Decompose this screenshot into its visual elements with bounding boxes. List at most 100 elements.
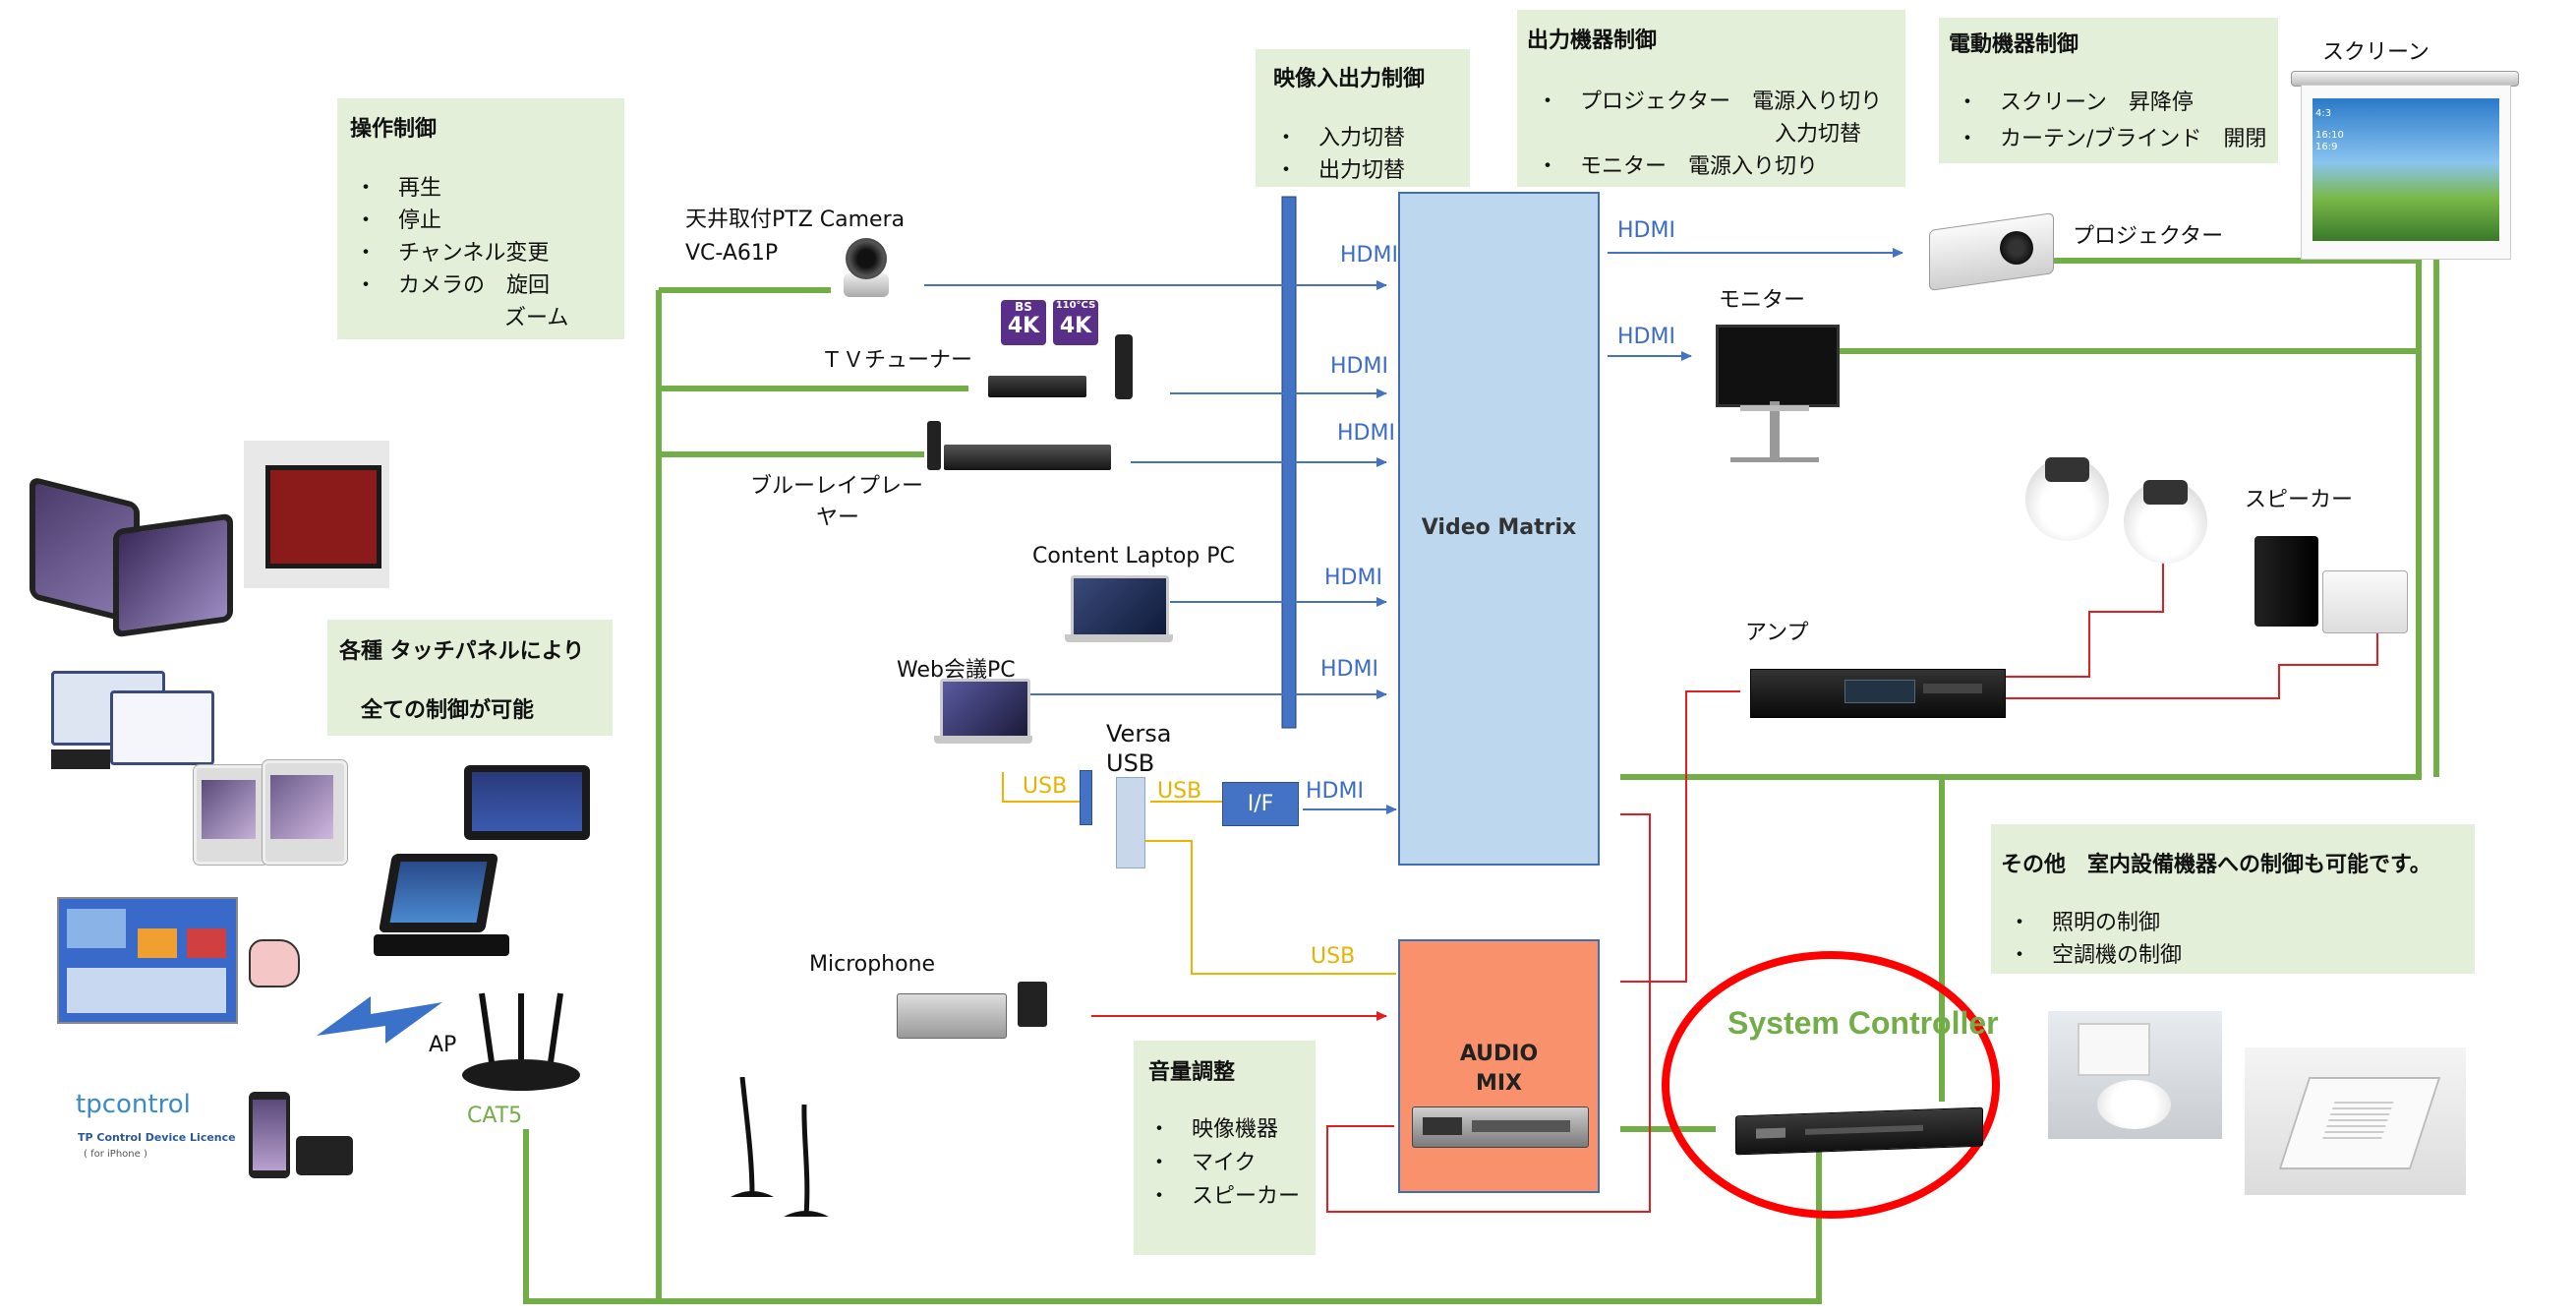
controller-highlight-ellipse xyxy=(1662,951,2000,1219)
wall-speaker-white xyxy=(2322,570,2408,633)
projector-device xyxy=(1929,211,2054,291)
control-line-projector xyxy=(1620,258,2422,780)
touch-title: 各種 タッチパネルにより xyxy=(339,639,585,664)
motor-item: ・ カーテン/ブラインド 開閉 xyxy=(1957,127,2267,151)
operation-item: ズーム xyxy=(504,306,569,330)
video-matrix-label: Video Matrix xyxy=(1421,515,1577,540)
operation-panel: 操作制御 ・ 再生 ・ 停止 ・ チャンネル変更 ・ カメラの 旋回 ズーム xyxy=(337,98,624,339)
operation-item: ・ 再生 xyxy=(355,176,442,201)
tabletop-touch-panel xyxy=(374,854,509,962)
amplifier-device xyxy=(1750,669,2006,718)
volume-item: ・ マイク xyxy=(1148,1151,1257,1175)
operation-item: ・ 停止 xyxy=(355,209,442,233)
interface-box: I/F xyxy=(1222,782,1299,826)
audio-mix-label-1: AUDIO xyxy=(1459,1042,1539,1066)
ceiling-light-images xyxy=(2048,1011,2222,1139)
usb-versa-audio xyxy=(1141,840,1396,975)
control-ui-screenshot xyxy=(57,897,238,1024)
wifi-router-ap xyxy=(462,992,580,1091)
usb-label-audio: USB xyxy=(1311,944,1356,969)
output-item: 入力切替 xyxy=(1775,122,1862,147)
hdmi-lines xyxy=(924,248,1903,814)
audio-mix-label-2: MIX xyxy=(1475,1071,1523,1096)
speaker-label: スピーカー xyxy=(2245,488,2354,512)
camera-label-1: 天井取付PTZ Camera xyxy=(685,208,906,232)
content-laptop xyxy=(1065,575,1173,644)
hdmi-label-if: HDMI xyxy=(1306,779,1364,804)
versa-label-2: USB xyxy=(1106,749,1155,777)
tablet-curved-right xyxy=(113,512,233,638)
output-title: 出力機器制御 xyxy=(1527,29,1658,53)
ceiling-speaker-2 xyxy=(2124,480,2207,564)
monitor-device xyxy=(1716,325,1840,477)
tv-tuner xyxy=(988,376,1086,397)
pointing-hand-icon xyxy=(249,939,300,987)
touch-panel-info: 各種 タッチパネルにより 全ての制御が可能 xyxy=(327,620,613,736)
usb-label-if: USB xyxy=(1157,779,1202,804)
bluray-label-2: ヤー xyxy=(816,506,860,530)
output-item: ・ プロジェクター 電源入り切り xyxy=(1537,90,1883,114)
audio-lines xyxy=(1091,546,2378,1213)
hdmi-label-camera: HDMI xyxy=(1340,243,1398,268)
audio-matrix-return xyxy=(1326,813,1651,1213)
mic-bodypack xyxy=(1018,982,1047,1027)
hdmi-label-monitor: HDMI xyxy=(1617,325,1675,349)
cs4k-badge: 110°CS 4K xyxy=(1053,300,1098,345)
camera-label-2: VC-A61P xyxy=(685,241,779,266)
usb-label-webpc: USB xyxy=(1023,774,1068,799)
tpcontrol-line2: ( for iPhone ) xyxy=(84,1149,147,1160)
video-io-item: ・ 入力切替 xyxy=(1275,126,1406,150)
video-matrix-box: Video Matrix xyxy=(1398,192,1600,866)
video-io-title: 映像入出力制御 xyxy=(1273,67,1426,91)
ceiling-speaker-1 xyxy=(2025,457,2109,541)
gooseneck-microphones xyxy=(731,1077,829,1217)
interface-label: I/F xyxy=(1247,792,1274,816)
other-item: ・ 空調機の制御 xyxy=(2009,943,2183,968)
projector-label: プロジェクター xyxy=(2073,224,2224,249)
desk-touch-panel xyxy=(464,765,590,840)
usb-lines xyxy=(1002,772,1396,975)
tablet-devices-ui xyxy=(51,661,218,774)
audio-mix-box: AUDIO MIX xyxy=(1398,939,1600,1193)
hdmi-label-bluray: HDMI xyxy=(1337,421,1395,446)
bluray-remote xyxy=(927,421,941,470)
hdmi-label-laptop: HDMI xyxy=(1324,566,1382,590)
amp-label: アンプ xyxy=(1745,621,1809,645)
bs-badge-text: BS xyxy=(1015,300,1032,314)
bs4k-badge: BS 4K xyxy=(1001,300,1046,345)
projection-screen: 4:3 16:10 16:9 xyxy=(2291,71,2519,260)
versa-usb-switch xyxy=(1080,770,1092,825)
cat5-label: CAT5 xyxy=(467,1104,523,1128)
motor-item: ・ スクリーン 昇降停 xyxy=(1957,90,2194,115)
ipad-group xyxy=(194,760,351,865)
output-panel: 出力機器制御 ・ プロジェクター 電源入り切り 入力切替 ・ モニター 電源入り… xyxy=(1517,10,1905,187)
hdmi-label-webpc: HDMI xyxy=(1320,657,1378,682)
tuner-label: ＴＶチューナー xyxy=(821,348,973,373)
motor-title: 電動機器制御 xyxy=(1949,32,2079,57)
tpcontrol-brand: tpcontrol xyxy=(76,1090,191,1119)
volume-item: ・ 映像機器 xyxy=(1148,1117,1279,1142)
ceiling-air-conditioner xyxy=(2245,1047,2466,1195)
touch-subtitle: 全ての制御が可能 xyxy=(361,698,535,723)
operation-item: ・ カメラの 旋回 xyxy=(355,273,551,298)
audio-amp-speaker-1 xyxy=(2006,546,2164,678)
wireless-microphone xyxy=(897,993,1007,1039)
versa-usb-hub xyxy=(1116,777,1145,868)
wall-touch-panel xyxy=(244,441,389,588)
other-panel: その他 室内設備機器への制御も可能です。 ・ 照明の制御 ・ 空調機の制御 xyxy=(1991,824,2475,974)
motor-panel: 電動機器制御 ・ スクリーン 昇降停 ・ カーテン/ブラインド 開閉 xyxy=(1939,18,2278,163)
control-line-cat5 xyxy=(523,1129,1822,1304)
webpc-label: Web会議PC xyxy=(897,658,1016,683)
output-item: ・ モニター 電源入り切り xyxy=(1537,154,1819,179)
ptz-camera xyxy=(836,236,897,300)
other-item: ・ 照明の制御 xyxy=(2009,911,2161,935)
screen-ratio-16-10: 16:10 xyxy=(2315,130,2344,141)
laptop-label: Content Laptop PC xyxy=(1032,544,1235,568)
ap-label: AP xyxy=(429,1033,457,1057)
web-conference-pc xyxy=(934,679,1032,748)
cs-4k-text: 4K xyxy=(1059,314,1092,338)
operation-title: 操作制御 xyxy=(350,117,438,142)
audio-mix-amp xyxy=(1620,690,1740,983)
screen-label: スクリーン xyxy=(2322,40,2430,65)
